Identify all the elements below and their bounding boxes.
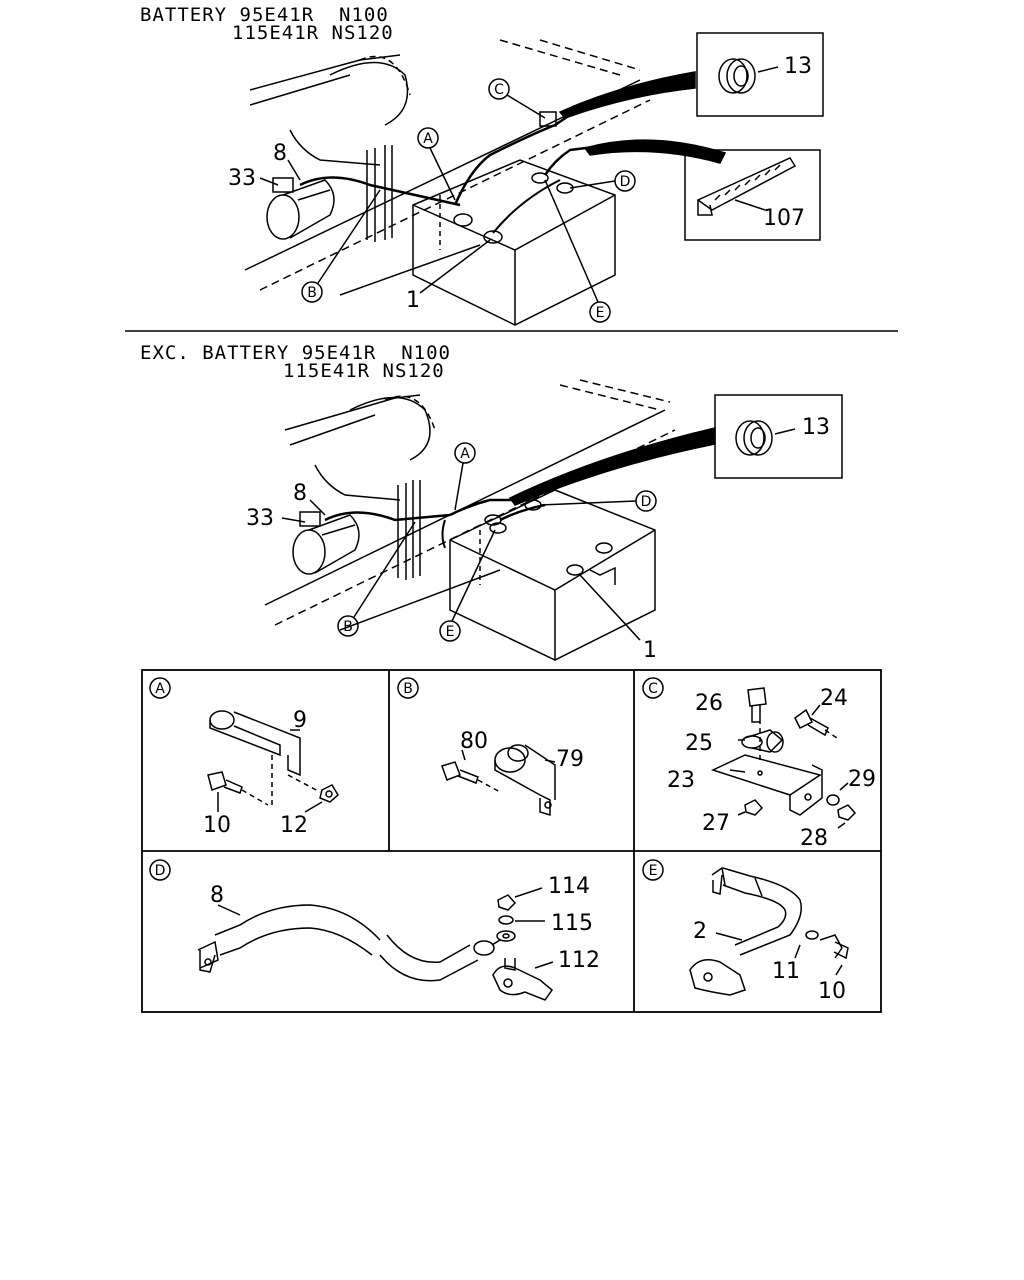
top-title-line2: 115E41R NS120 (232, 22, 394, 44)
bottom-label-8: 8 (293, 481, 307, 506)
detail-E-part-10: 10 (818, 979, 846, 1004)
detail-D-part-8: 8 (210, 883, 224, 908)
detail-D-part-115: 115 (551, 911, 593, 936)
detail-E-cable (689, 866, 849, 996)
top-letter-B: B (307, 285, 317, 301)
detail-C-part-23: 23 (667, 768, 695, 793)
top-letter-C: C (494, 82, 504, 98)
detail-E-part-2: 2 (693, 919, 707, 944)
detail-A-part-10: 10 (203, 813, 231, 838)
detail-D-letter: D (155, 863, 166, 879)
bottom-label-33: 33 (246, 506, 274, 531)
detail-C-bracket (710, 687, 857, 829)
top-title-line1: BATTERY 95E41R N100 (140, 4, 389, 26)
bottom-callout-A (454, 442, 476, 464)
top-label-1: 1 (406, 288, 420, 313)
bottom-callout-B (337, 615, 359, 637)
bottom-title-line2: 115E41R NS120 (283, 360, 445, 382)
detail-C-letter: C (648, 681, 658, 697)
detail-C-part-26: 26 (695, 691, 723, 716)
detail-grid (141, 669, 882, 1013)
bottom-grommet-number: 13 (802, 415, 830, 440)
top-tie-inset (684, 149, 821, 241)
top-callout-A (417, 127, 439, 149)
detail-B-part-80: 80 (460, 729, 488, 754)
top-tie-number: 107 (763, 206, 805, 231)
bottom-pointer-grommet (508, 427, 716, 506)
top-grommet-inset (696, 32, 824, 117)
detail-B-letter: B (403, 681, 413, 697)
top-letter-A: A (423, 131, 433, 147)
top-pointer-grommet (558, 71, 696, 119)
top-callout-E (589, 301, 611, 323)
bottom-engine-outline (264, 379, 676, 661)
detail-A-part-9: 9 (293, 708, 307, 733)
detail-C-part-28: 28 (800, 826, 828, 851)
bottom-letter-D: D (641, 494, 652, 510)
top-label-33: 33 (228, 166, 256, 191)
detail-A-part-12: 12 (280, 813, 308, 838)
bottom-letter-E: E (446, 624, 455, 640)
detail-E-part-11: 11 (772, 959, 800, 984)
bottom-letter-B: B (343, 619, 353, 635)
top-letter-D: D (620, 174, 631, 190)
detail-C-part-27: 27 (702, 811, 730, 836)
detail-D-part-112: 112 (558, 948, 600, 973)
detail-A-letter: A (155, 681, 165, 697)
bottom-grommet-inset (714, 394, 843, 479)
bottom-label-1: 1 (643, 638, 657, 663)
detail-B-clamp (441, 744, 556, 817)
top-engine-outline (244, 39, 651, 326)
top-grommet-number: 13 (784, 54, 812, 79)
top-label-8: 8 (273, 141, 287, 166)
bottom-letter-A: A (460, 446, 470, 462)
detail-C-part-29: 29 (848, 767, 876, 792)
top-callout-C (488, 78, 510, 100)
detail-B-part-79: 79 (556, 747, 584, 772)
detail-D-part-114: 114 (548, 874, 590, 899)
detail-E-letter: E (649, 863, 658, 879)
detail-C-part-24: 24 (820, 686, 848, 711)
detail-C-part-25: 25 (685, 731, 713, 756)
detail-A-clamp (207, 710, 339, 813)
detail-D-cable (197, 887, 554, 1001)
top-letter-E: E (596, 305, 605, 321)
bottom-callout-E (439, 620, 461, 642)
bottom-title-line1: EXC. BATTERY 95E41R N100 (140, 342, 451, 364)
top-callout-B (301, 281, 323, 303)
top-pointer-tie (583, 139, 727, 164)
